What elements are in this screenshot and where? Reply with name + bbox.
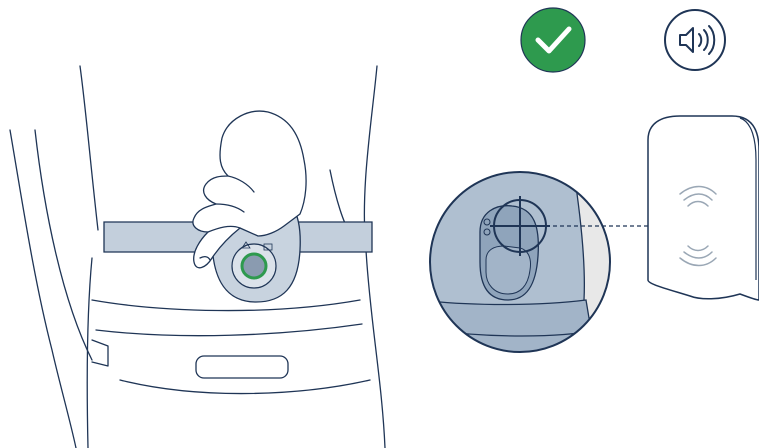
magnifier-view: [420, 160, 620, 360]
belt-loop: [92, 340, 108, 366]
left-arm-outline: [10, 130, 76, 448]
pants-left-edge: [87, 258, 92, 448]
reader-device: [648, 116, 759, 300]
speaker-sound-icon: [665, 10, 725, 70]
pants-lower-seam: [120, 380, 370, 394]
pants-seam: [96, 324, 362, 336]
torso-right-edge: [364, 66, 385, 448]
pants-waistband: [92, 300, 360, 311]
back-pocket: [196, 356, 288, 378]
checkmark-circle-icon: [521, 8, 585, 72]
torso-left-edge: [80, 66, 98, 230]
left-arm-inner: [35, 130, 92, 360]
device-button-ring: [242, 254, 266, 278]
